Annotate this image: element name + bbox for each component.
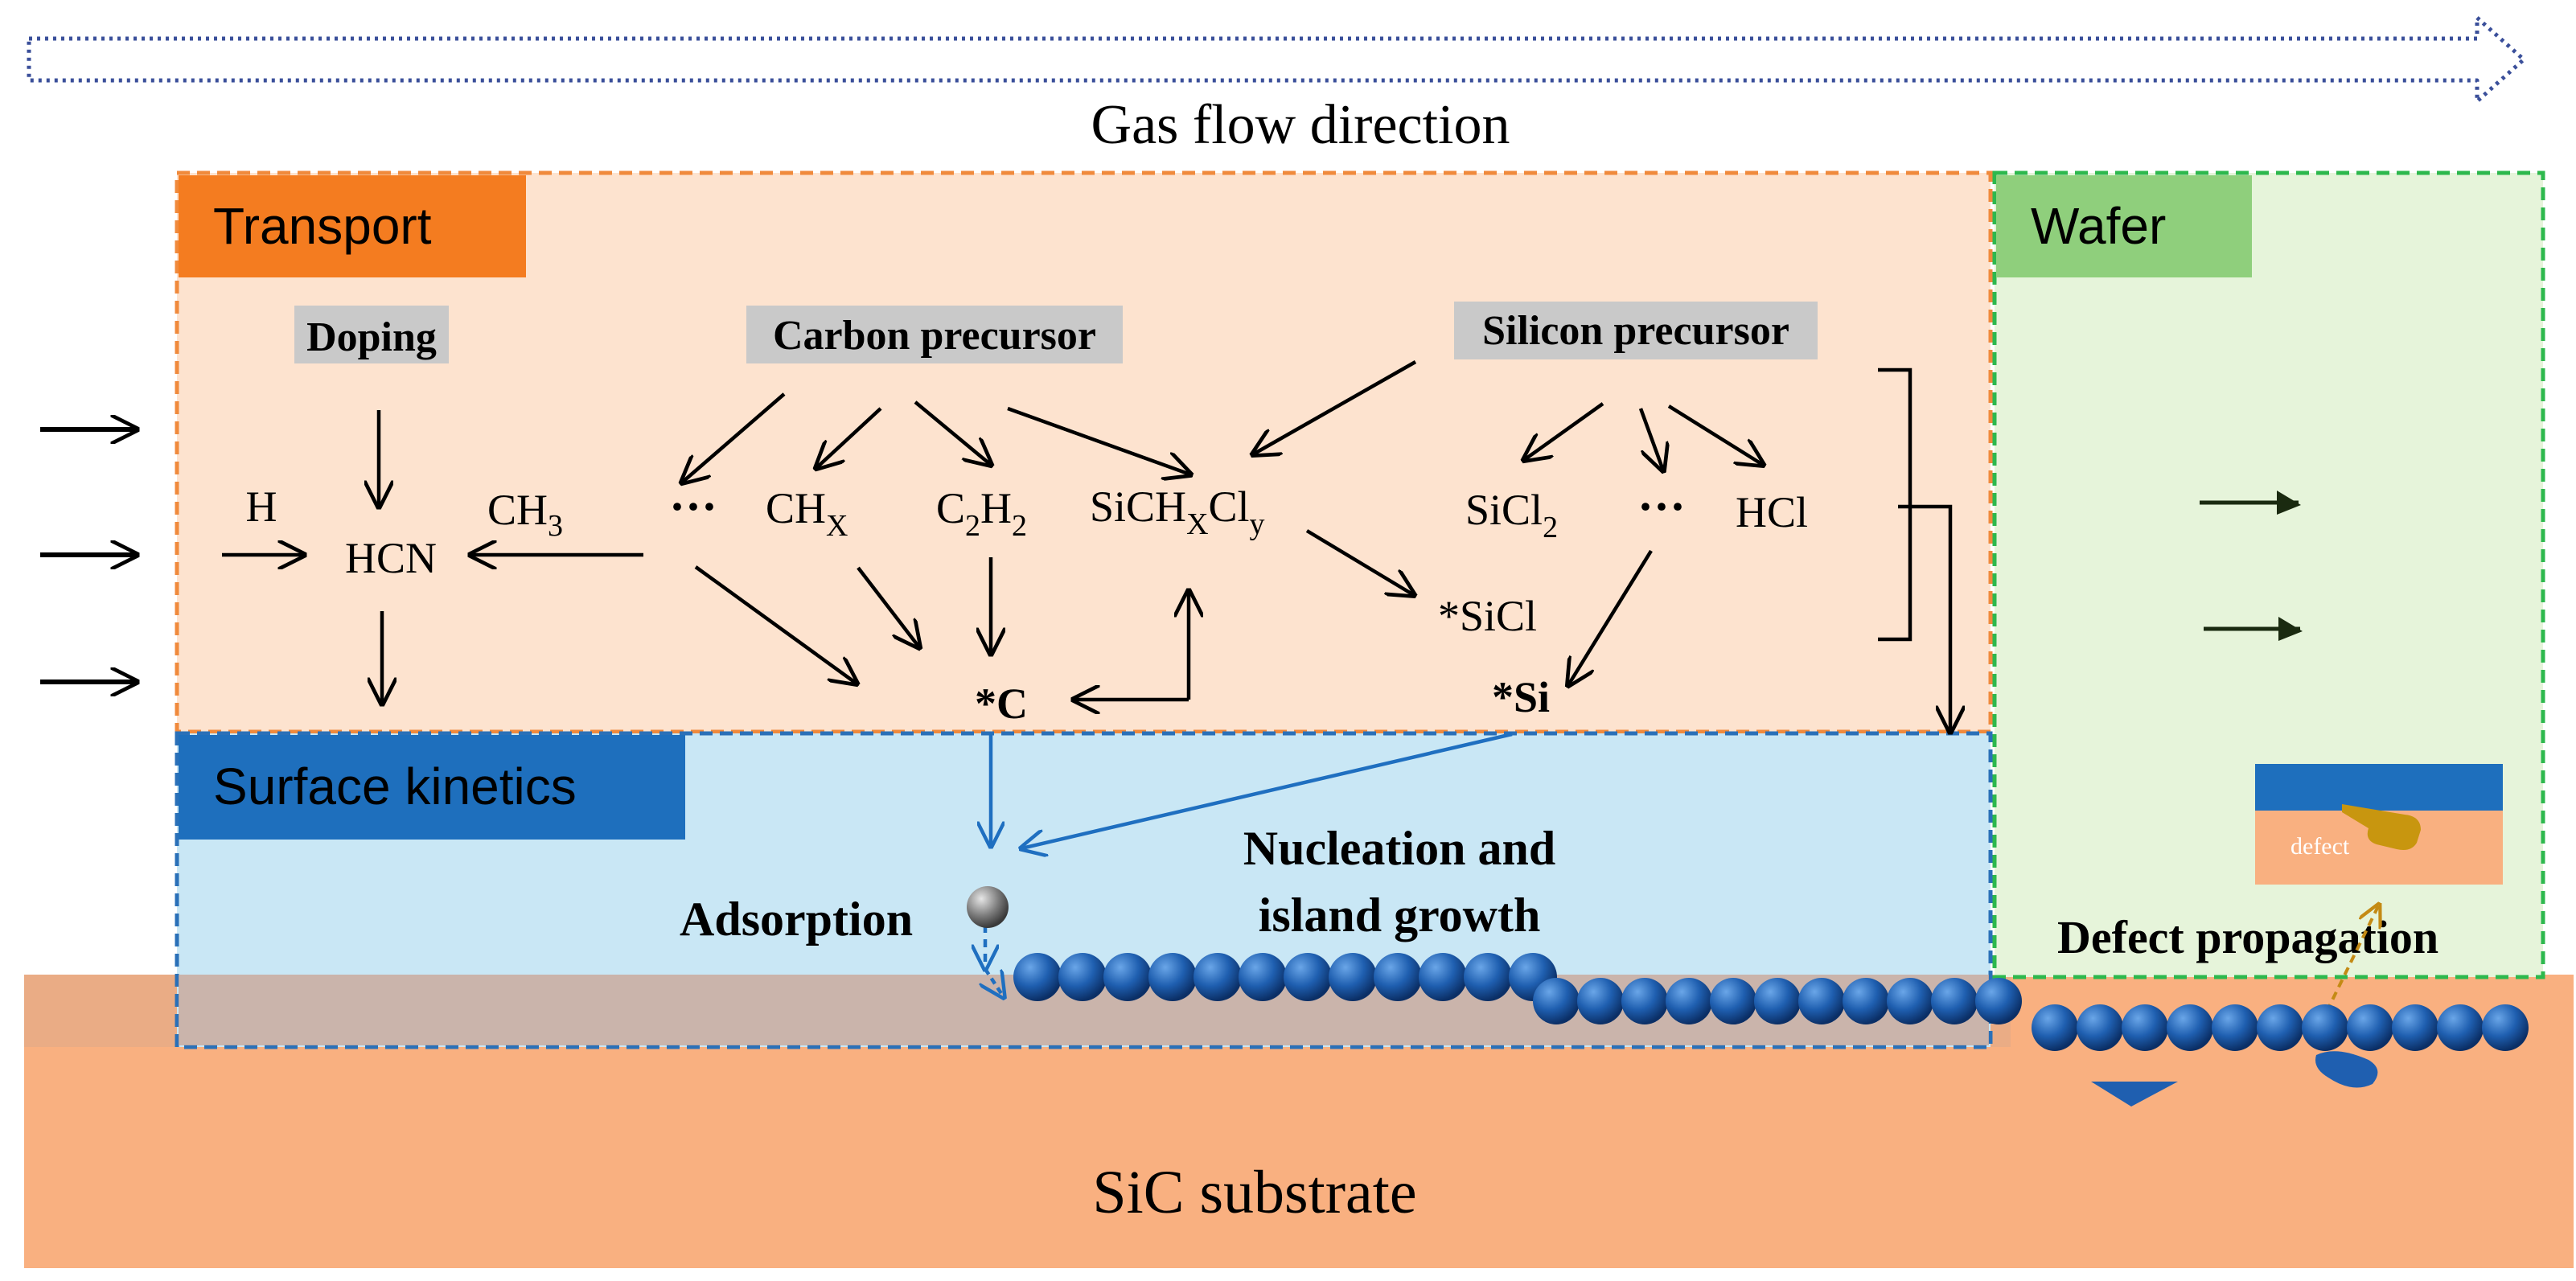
wafer-flow-arrows xyxy=(2200,491,2303,641)
atom xyxy=(1621,978,1668,1024)
substrate-label: SiC substrate xyxy=(1092,1159,1416,1226)
atom xyxy=(1931,978,1978,1024)
atom xyxy=(2482,1004,2529,1051)
atom xyxy=(1798,978,1845,1024)
species-hcl: HCl xyxy=(1736,488,1808,536)
gas-flow-label: Gas flow direction xyxy=(1091,94,1510,156)
atom xyxy=(2437,1004,2484,1051)
atom xyxy=(1754,978,1801,1024)
nucleation-label-line2: island growth xyxy=(1259,889,1541,942)
atom xyxy=(1284,953,1332,1001)
species-sichxcly: SiCHXCly xyxy=(1090,482,1265,541)
surface-kinetics-tag xyxy=(179,735,685,840)
defect-inset-label: defect xyxy=(2290,833,2350,860)
atom xyxy=(1103,953,1152,1001)
atom xyxy=(2167,1004,2213,1051)
gas-flow-arrow xyxy=(27,15,2526,104)
wafer-tag xyxy=(1996,175,2252,277)
substrate-defect-blob xyxy=(2315,1051,2378,1088)
atom xyxy=(2212,1004,2258,1051)
adsorbing-atom xyxy=(967,886,1009,928)
atom xyxy=(1239,953,1287,1001)
atom xyxy=(2077,1004,2123,1051)
species-h: H xyxy=(246,482,277,531)
atom-layer xyxy=(1013,953,2529,1051)
atom xyxy=(1887,978,1933,1024)
atom xyxy=(2122,1004,2168,1051)
atom xyxy=(1533,978,1580,1024)
atom xyxy=(2032,1004,2078,1051)
defect-propagation-label: Defect propagation xyxy=(2057,911,2438,963)
atom xyxy=(2392,1004,2438,1051)
species-star-si: *Si xyxy=(1492,673,1550,721)
wafer-label: Wafer xyxy=(2031,197,2166,255)
atom xyxy=(1058,953,1107,1001)
atom xyxy=(1975,978,2022,1024)
adsorption-label: Adsorption xyxy=(680,893,913,946)
atom xyxy=(1374,953,1422,1001)
carbon-label-bg xyxy=(746,306,1123,363)
species-star-sicl: *SiCl xyxy=(1438,592,1537,640)
silicon-bracket xyxy=(1878,367,1912,642)
atom xyxy=(1464,953,1512,1001)
atom xyxy=(1329,953,1377,1001)
atom xyxy=(1194,953,1242,1001)
atom xyxy=(1013,953,1062,1001)
reaction-arrows xyxy=(222,360,1950,732)
species-dots-carbon: ··· xyxy=(669,480,717,533)
atom xyxy=(1666,978,1712,1024)
atom xyxy=(2347,1004,2393,1051)
defect-arrow xyxy=(2325,905,2379,1012)
species-chx: CHX xyxy=(766,484,848,543)
doping-label: Doping xyxy=(306,314,437,360)
inlet-arrows xyxy=(40,429,137,682)
transport-tag xyxy=(179,175,526,277)
doping-label-bg xyxy=(294,306,449,363)
atom xyxy=(2302,1004,2348,1051)
species-ch3: CH3 xyxy=(487,486,563,543)
species-sicl2: SiCl2 xyxy=(1465,486,1558,544)
substrate-defect-triangle xyxy=(2091,1082,2178,1107)
species-star-c: *C xyxy=(975,680,1028,728)
surface-kinetics-label: Surface kinetics xyxy=(213,758,577,815)
species-hcn: HCN xyxy=(345,534,437,582)
species-dots-silicon: ··· xyxy=(1637,480,1686,533)
silicon-label-bg xyxy=(1454,302,1818,359)
atom xyxy=(2257,1004,2303,1051)
nucleation-label-line1: Nucleation and xyxy=(1243,822,1555,875)
species-c2h2: C2H2 xyxy=(936,484,1027,543)
atom xyxy=(1148,953,1197,1001)
carbon-precursor-label: Carbon precursor xyxy=(773,313,1096,359)
atom xyxy=(1419,953,1467,1001)
transport-label: Transport xyxy=(213,197,432,255)
silicon-precursor-label: Silicon precursor xyxy=(1482,308,1789,354)
atom xyxy=(1710,978,1756,1024)
surface-arrows xyxy=(985,732,1513,997)
defect-inset: defect xyxy=(2255,764,2503,885)
atom xyxy=(1577,978,1624,1024)
atom xyxy=(1843,978,1889,1024)
